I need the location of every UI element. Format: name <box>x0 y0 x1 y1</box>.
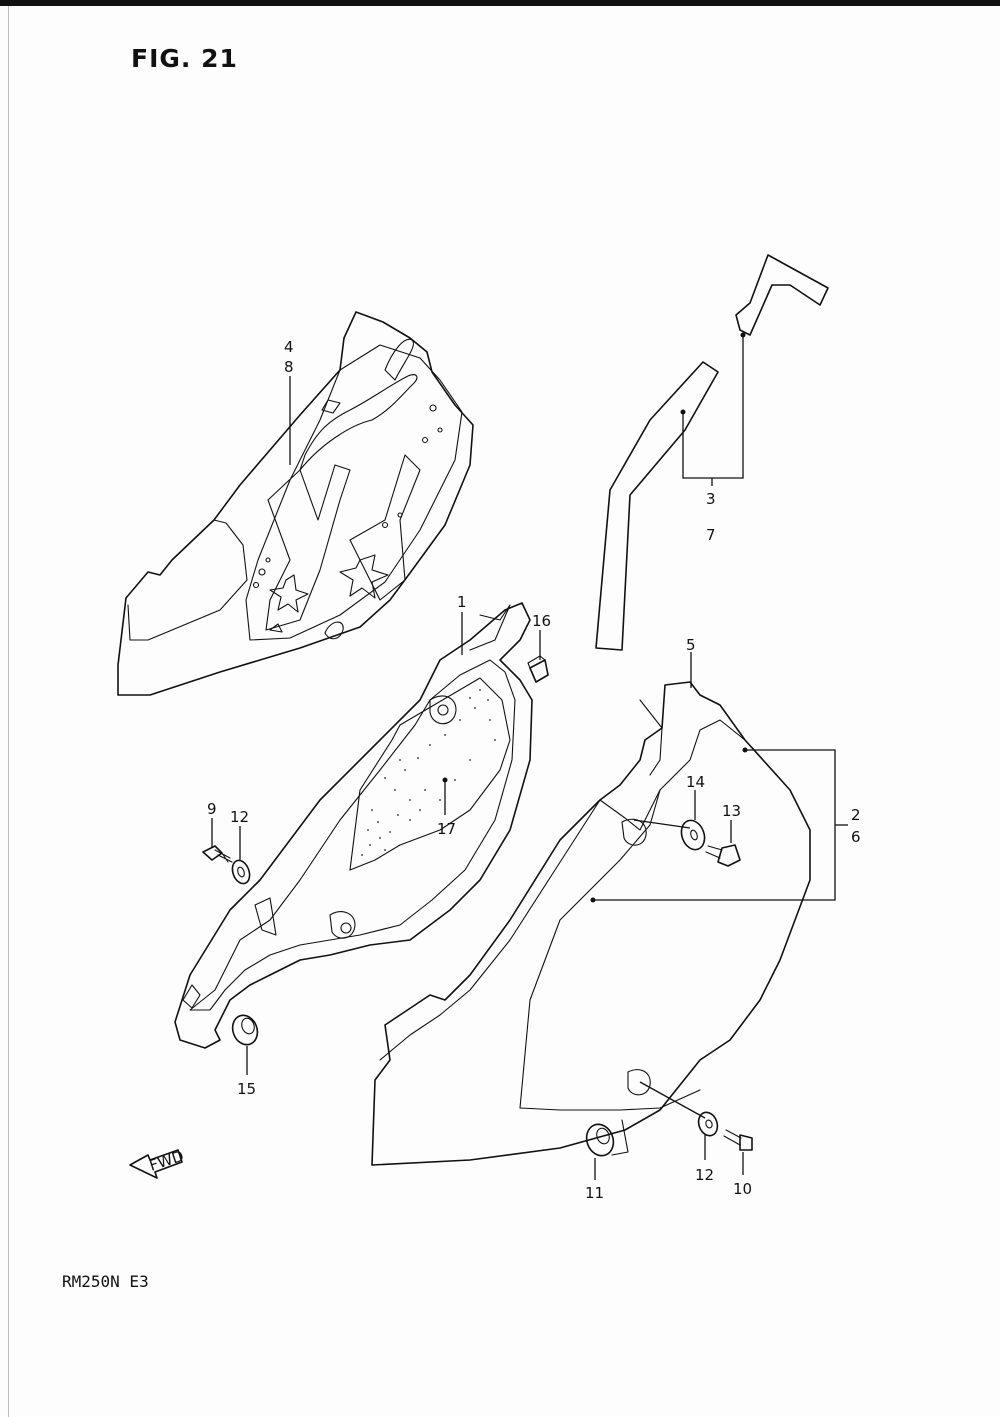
callout-17: 17 <box>437 820 456 838</box>
leader-lines <box>211 332 848 1180</box>
callout-13: 13 <box>722 802 741 820</box>
callout-2: 2 <box>851 806 861 824</box>
scan-top-border <box>0 0 1000 6</box>
callout-8: 8 <box>284 358 294 376</box>
callout-12-upper: 12 <box>230 808 249 826</box>
part-frame-cover <box>174 602 533 1049</box>
figure-title: FIG. 21 <box>131 44 238 73</box>
callout-1: 1 <box>457 593 467 611</box>
callout-9: 9 <box>207 800 217 818</box>
part-collar-15 <box>231 1014 259 1046</box>
callout-12-lower: 12 <box>695 1166 714 1184</box>
part-side-cover <box>371 681 811 1166</box>
part-bolt-10 <box>723 1129 753 1151</box>
callout-14: 14 <box>686 773 705 791</box>
callout-3: 3 <box>706 490 716 508</box>
callout-15: 15 <box>237 1080 256 1098</box>
part-washer-12-upper <box>231 859 251 885</box>
scan-left-edge <box>8 6 9 1417</box>
part-collar-11 <box>585 1123 615 1157</box>
part-decal-panel <box>117 311 474 696</box>
part-bolt-13 <box>705 844 741 867</box>
callout-10: 10 <box>733 1180 752 1198</box>
callout-labels: 4 8 3 7 1 16 17 5 2 6 9 12 15 14 13 11 1… <box>207 338 861 1202</box>
part-stripe-decals <box>595 254 829 651</box>
model-code: RM250N E3 <box>62 1272 149 1291</box>
part-washer-14 <box>680 819 706 851</box>
callout-11: 11 <box>585 1184 604 1202</box>
fwd-label: FWD <box>147 1147 186 1175</box>
callout-6: 6 <box>851 828 861 846</box>
part-washer-12-lower <box>697 1111 719 1137</box>
callout-5: 5 <box>686 636 696 654</box>
callout-7: 7 <box>706 526 716 544</box>
callout-16: 16 <box>532 612 551 630</box>
part-bolt-9 <box>202 845 233 863</box>
part-insert-pad <box>349 677 511 871</box>
fwd-arrow-icon: FWD <box>129 1147 186 1179</box>
part-grommet-16 <box>527 655 549 683</box>
callout-4: 4 <box>284 338 294 356</box>
